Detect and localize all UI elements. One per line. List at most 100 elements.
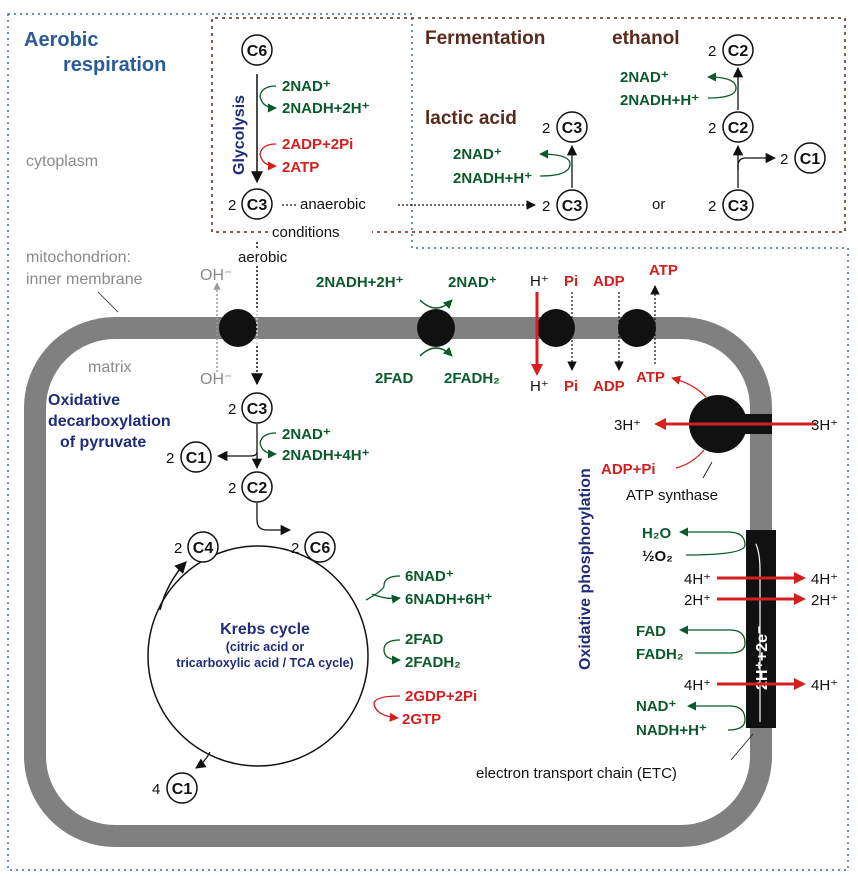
ethanol-nad: 2NAD⁺ [620, 69, 669, 86]
cytoplasm-label: cytoplasm [26, 153, 98, 170]
krebs-sub-2: tricarboxylic acid / TCA cycle) [176, 656, 353, 670]
synthase-h-in: 3H⁺ [811, 417, 838, 434]
acetyl-molecule [241, 471, 273, 503]
ethanol-substrate-label: C3 [728, 198, 749, 215]
lactic-substrate-label: C3 [562, 198, 583, 215]
pdh-nadh: 2NADH+4H⁺ [282, 447, 370, 464]
lactate-label: C3 [562, 120, 583, 137]
ethanol-title: ethanol [612, 28, 680, 49]
acetyl-entry-arrow [256, 503, 292, 536]
pump-2-in: 2H⁺ [684, 592, 711, 609]
oh-top: OH⁻ [200, 267, 232, 284]
glycolysis-label: Glycolysis [231, 95, 248, 175]
pdh-title-2: decarboxylation [48, 413, 171, 430]
gly-nadh: 2NADH+2H⁺ [282, 100, 370, 117]
atp-top: ATP [649, 262, 678, 279]
etc-o2: ½O₂ [642, 548, 673, 565]
etc-label: electron transport chain (ETC) [476, 765, 677, 782]
ethanol-label: C2 [728, 43, 749, 60]
mito-label-2: inner membrane [26, 271, 143, 288]
ethanol-substrate-coef: 2 [708, 198, 716, 215]
co2-coef: 2 [780, 151, 788, 168]
acetyl-coef: 2 [228, 480, 236, 497]
label-bg [296, 194, 396, 210]
pdh-co2-arrow [216, 450, 258, 462]
pdh-co2-coef: 2 [166, 450, 174, 467]
adp-top: ADP [593, 273, 625, 290]
pdh-title-1: Oxidative [48, 392, 120, 409]
shuttle-nad: 2NAD⁺ [448, 274, 497, 291]
fermentation-border [211, 17, 846, 233]
ethanol-nad-arrow [707, 72, 737, 99]
pump-3-in: 4H⁺ [684, 677, 711, 694]
c6-molecule [241, 34, 273, 66]
label-bg [236, 248, 282, 266]
krebs-fadh: 2FADH₂ [405, 654, 461, 671]
etc-bar-text: 2H⁺+2e⁻ [754, 626, 771, 690]
oxphos-title: Oxidative phosphorylation [577, 468, 594, 670]
pdh-pyruvate [241, 392, 273, 424]
lactic-nad-arrow [539, 149, 571, 177]
pump-2-out: 2H⁺ [811, 592, 838, 609]
synthase-pointer [702, 461, 713, 479]
krebs-c6-label: C6 [310, 540, 331, 557]
krebs-gtp-arrow [373, 695, 401, 722]
krebs-c6-coef: 2 [291, 540, 299, 557]
title-line-1: Aerobic [24, 29, 98, 51]
acetaldehyde-label: C2 [728, 120, 749, 137]
pdh-nad-arrow [259, 432, 277, 459]
pi-bottom: Pi [564, 378, 578, 395]
decarboxylation-arrow [737, 152, 777, 188]
ethanol-substrate [722, 189, 754, 221]
krebs-co2-coef: 4 [152, 781, 160, 798]
etc-pointer [730, 733, 754, 761]
matrix-label: matrix [88, 359, 132, 376]
pdh-in-coef: 2 [228, 401, 236, 418]
cytoplasm-border [7, 13, 849, 871]
h-bottom: H⁺ [530, 378, 549, 395]
krebs-c4 [187, 531, 219, 563]
etc-fadh: FADH₂ [636, 646, 684, 663]
etc-fad-arrow [679, 625, 746, 654]
h-top: H⁺ [530, 273, 549, 290]
shuttle-bottom-arrow [419, 346, 453, 357]
phosphate-transporter [537, 309, 575, 347]
krebs-gtp: 2GTP [402, 711, 441, 728]
synthase-adp: ADP+Pi [601, 461, 656, 478]
c6-label: C6 [247, 43, 268, 60]
etc-water-arrow [679, 527, 746, 556]
krebs-c4-label: C4 [193, 540, 214, 557]
pdh-co2-label: C1 [186, 450, 207, 467]
aerobic-label: aerobic [238, 249, 288, 266]
pyruvate-molecule [241, 188, 273, 220]
pyruvate-label: C3 [247, 197, 268, 214]
acetyl-label: C2 [247, 480, 268, 497]
pump-3-out: 4H⁺ [811, 677, 838, 694]
synthase-h-out: 3H⁺ [614, 417, 641, 434]
nadh-shuttle [417, 309, 455, 347]
krebs-fad: 2FAD [405, 631, 444, 648]
atp-arrow [259, 143, 277, 171]
synthase-adp-line [675, 449, 705, 469]
etc-electron-path [751, 536, 761, 722]
anaerobic-label: anaerobic [300, 196, 366, 213]
krebs-c6 [304, 531, 336, 563]
fermentation-title: Fermentation [425, 28, 545, 49]
krebs-cycle-ring [147, 545, 369, 767]
membrane-pointer [97, 291, 119, 313]
etc-h2o: H₂O [642, 525, 671, 542]
krebs-nad-line [365, 575, 401, 601]
lactate-molecule [556, 111, 588, 143]
krebs-fad-arrow [383, 639, 401, 665]
pyruvate-coef: 2 [228, 197, 236, 214]
krebs-nad-arrow [371, 593, 401, 604]
pdh-co2 [180, 441, 212, 473]
shuttle-nadh: 2NADH+2H⁺ [316, 274, 404, 291]
etc-nad-arrow [687, 701, 746, 731]
lactic-substrate-coef: 2 [542, 198, 550, 215]
pump-1-out: 4H⁺ [811, 571, 838, 588]
etc-bar [746, 530, 776, 728]
krebs-co2-label: C1 [172, 781, 193, 798]
